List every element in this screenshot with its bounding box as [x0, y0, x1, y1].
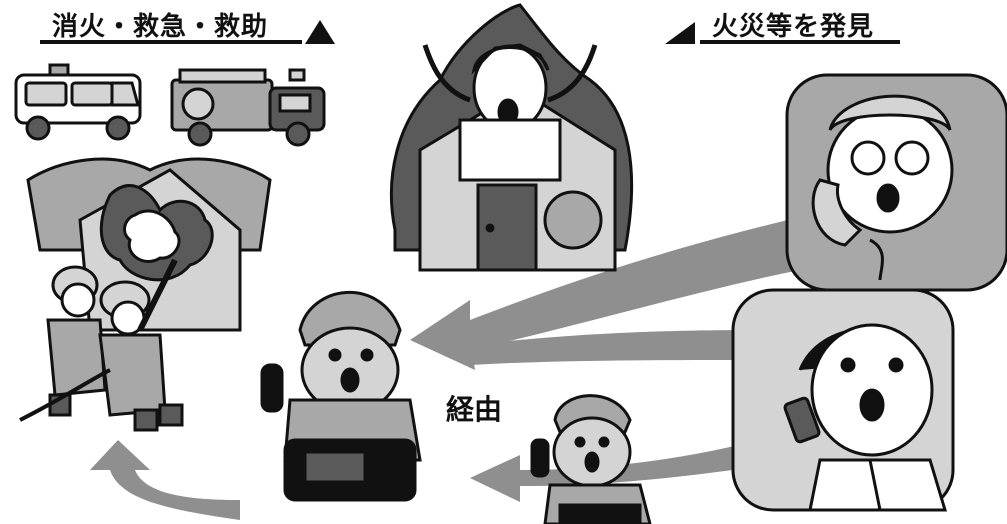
fire-engine-icon	[170, 68, 326, 147]
via-label: 経由	[446, 393, 503, 426]
caller-landline-icon	[785, 73, 1007, 292]
telephone-icon	[283, 438, 417, 502]
relay-dispatcher-icon	[530, 394, 652, 524]
burning-house-icon	[26, 157, 272, 332]
header-right-title: 火災等を発見	[712, 12, 875, 42]
header-decorations	[40, 20, 900, 44]
arrow-from-mobile-caller	[470, 330, 760, 365]
dispatcher-icon	[260, 291, 422, 462]
ambulance-icon	[14, 63, 142, 141]
arrow-from-landline-caller	[410, 210, 830, 370]
caller-mobile-icon	[731, 288, 955, 512]
panicked-person-icon	[389, 3, 634, 272]
arrow-to-field-units	[90, 440, 240, 520]
header-left-title: 消火・救急・救助	[52, 12, 269, 42]
firefighters-icon	[19, 258, 184, 432]
flow-arrows	[90, 210, 830, 520]
